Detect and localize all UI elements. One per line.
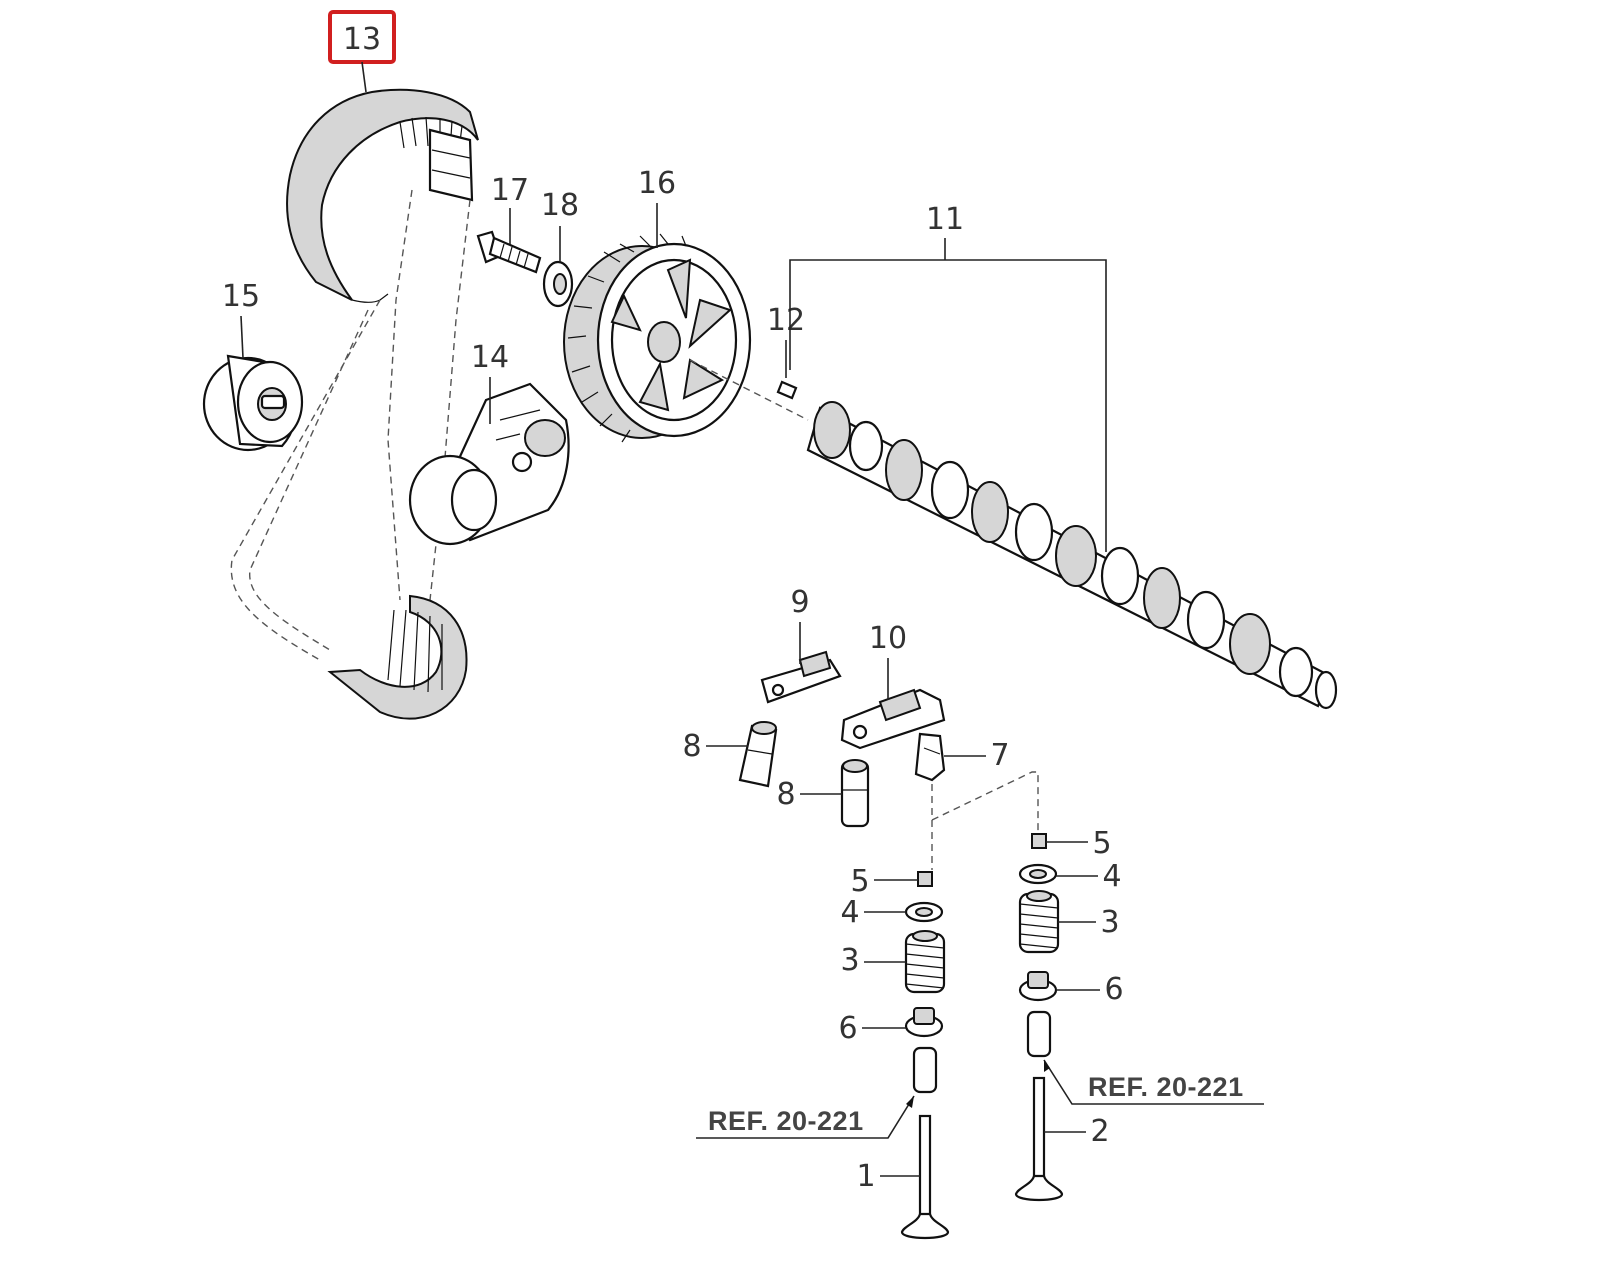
spring-retainer-right[interactable]	[1018, 863, 1058, 885]
valve-keeper-right[interactable]	[1031, 833, 1047, 849]
tensioner-assembly[interactable]	[408, 382, 570, 546]
ref-label-right: REF. 20-221	[1088, 1072, 1244, 1102]
callout-3-left: 3	[840, 943, 859, 978]
valve-keeper-left[interactable]	[917, 871, 933, 887]
callout-2: 2	[1090, 1114, 1109, 1149]
callout-5-right: 5	[1092, 826, 1111, 861]
callout-9: 9	[790, 585, 809, 620]
ref-label-left: REF. 20-221	[708, 1106, 864, 1136]
sprocket-bolt[interactable]	[476, 230, 542, 274]
callout-17: 17	[491, 173, 529, 208]
dowel-pin[interactable]	[776, 380, 798, 400]
callout-15: 15	[222, 279, 260, 314]
rocker-arm-a[interactable]	[760, 650, 842, 704]
callout-6-left: 6	[838, 1011, 857, 1046]
valve-guide-left[interactable]	[912, 1046, 938, 1094]
callout-3-right: 3	[1100, 905, 1119, 940]
intake-valve[interactable]	[900, 1114, 950, 1240]
callout-8a: 8	[682, 729, 701, 764]
exhaust-valve[interactable]	[1014, 1076, 1064, 1202]
camshaft-sprocket[interactable]	[563, 233, 752, 443]
rocker-clip[interactable]	[914, 732, 946, 782]
callout-10: 10	[869, 621, 907, 656]
callout-14: 14	[471, 340, 509, 375]
valve-seal-right[interactable]	[1018, 971, 1058, 1002]
arrowhead-right	[1044, 1060, 1050, 1072]
callout-7: 7	[990, 738, 1009, 773]
callout-6-right: 6	[1104, 972, 1123, 1007]
callout-13: 13	[343, 22, 381, 57]
spring-retainer-left[interactable]	[904, 901, 944, 923]
callout-5-left: 5	[850, 864, 869, 899]
hydraulic-lifter-a[interactable]	[738, 721, 778, 788]
callout-18: 18	[541, 188, 579, 223]
callout-12: 12	[767, 303, 805, 338]
washer[interactable]	[542, 260, 574, 308]
callout-1: 1	[856, 1159, 875, 1194]
valve-seal-left[interactable]	[904, 1007, 944, 1038]
arrowhead-left	[906, 1096, 914, 1108]
callout-4-left: 4	[840, 895, 859, 930]
idler-pulley[interactable]	[202, 354, 304, 452]
valve-spring-left[interactable]	[904, 930, 946, 994]
valve-spring-right[interactable]	[1018, 890, 1060, 954]
valve-guide-right[interactable]	[1026, 1010, 1052, 1058]
callout-11: 11	[926, 202, 964, 237]
hydraulic-lifter-b[interactable]	[840, 759, 870, 828]
callout-8b: 8	[776, 777, 795, 812]
rocker-arm-b[interactable]	[840, 688, 946, 750]
callout-16: 16	[638, 166, 676, 201]
camshaft[interactable]	[806, 401, 1338, 710]
callout-4-right: 4	[1102, 859, 1121, 894]
